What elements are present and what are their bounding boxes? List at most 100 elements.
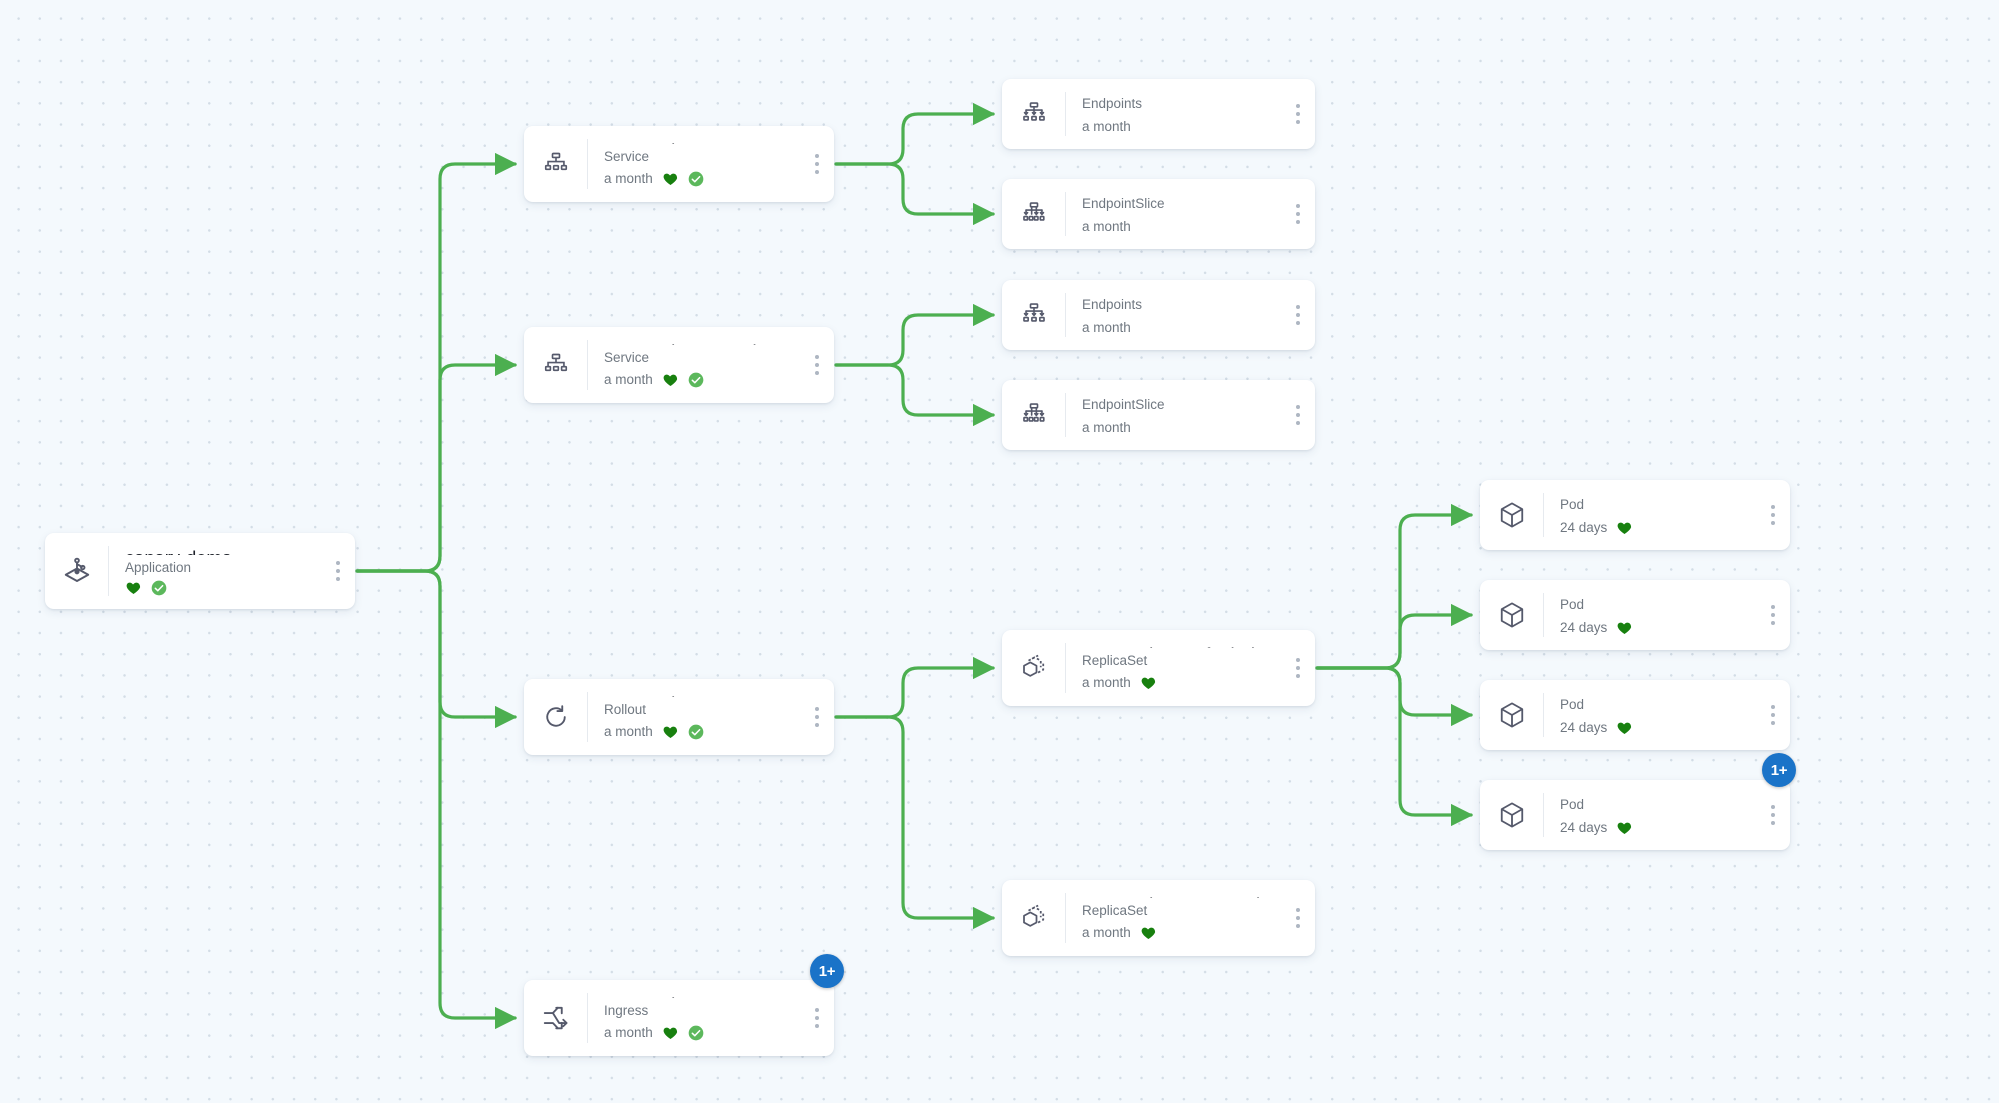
pod-icon xyxy=(1480,480,1543,550)
kebab-menu-icon[interactable] xyxy=(1756,580,1790,650)
resource-meta: a month xyxy=(604,370,800,390)
health-heart-icon xyxy=(662,372,679,388)
resource-title: canary-demo-7f89b8b978 xyxy=(1082,643,1281,648)
resource-meta: a month xyxy=(604,169,800,189)
resource-node-pod-4[interactable]: canary-demo-7f89b8b97... Pod 24 days xyxy=(1480,780,1801,859)
collapsed-count-badge[interactable]: 1+ xyxy=(1762,753,1796,787)
resource-age: 24 days xyxy=(1560,619,1608,635)
resource-node-rs-967754b4c[interactable]: canary-demo-967754b4c ReplicaSet a month xyxy=(1002,880,1315,956)
resource-node-body: canary-demo-967754b4c ReplicaSet a month xyxy=(1065,893,1281,943)
resource-kind: Endpoints xyxy=(1082,96,1143,112)
resource-kind: Endpoints xyxy=(1082,297,1143,313)
resource-age: a month xyxy=(1082,218,1131,234)
resource-node-body: canary-demo-7f89b8b978 ReplicaSet a mont… xyxy=(1065,643,1281,693)
resource-kind: Pod xyxy=(1560,697,1585,713)
resource-node-svc-canary-demo-preview[interactable]: canary-demo-preview Service a month xyxy=(524,327,834,403)
resource-kind: ReplicaSet xyxy=(1082,902,1148,918)
resource-kind: Pod xyxy=(1560,497,1585,513)
sync-ok-icon xyxy=(688,171,704,187)
resource-meta: a month xyxy=(604,1023,800,1043)
health-heart-icon xyxy=(1616,520,1633,536)
resource-meta: a month xyxy=(1082,318,1281,338)
resource-node-body: canary-demo-preview-v... EndpointSlice a… xyxy=(1065,393,1281,437)
resource-node-body: canary-demo-7f89b8b97... Pod 24 days xyxy=(1543,793,1756,837)
service-icon xyxy=(524,327,587,403)
resource-node-svc-canary-demo[interactable]: canary-demo Service a month xyxy=(524,126,834,202)
resource-node-ep-canary-demo-preview[interactable]: canary-demo-preview Endpoints a month xyxy=(1002,280,1315,350)
resource-age: a month xyxy=(604,1024,653,1040)
health-heart-icon xyxy=(1616,620,1633,636)
resource-node-body: canary-demo-7f89b8b97... Pod 24 days xyxy=(1543,693,1756,737)
endpoints-icon xyxy=(1002,280,1065,350)
health-heart-icon xyxy=(662,1025,679,1041)
health-heart-icon xyxy=(125,580,142,596)
replicaset-icon xyxy=(1002,880,1065,956)
kebab-menu-icon[interactable] xyxy=(321,533,355,609)
health-heart-icon xyxy=(1140,925,1157,941)
resource-kind: Ingress xyxy=(604,1002,649,1018)
resource-age: a month xyxy=(1082,924,1131,940)
resource-title: canary-demo xyxy=(125,546,321,555)
resource-node-eps-canary-demo-preview-v[interactable]: canary-demo-preview-v... EndpointSlice a… xyxy=(1002,380,1315,450)
resource-age: a month xyxy=(1082,419,1131,435)
resource-meta: a month xyxy=(1082,673,1281,693)
kebab-menu-icon[interactable] xyxy=(1281,280,1315,350)
rollout-icon xyxy=(524,679,587,755)
resource-node-body: canary-demo Application xyxy=(108,546,321,596)
kebab-menu-icon[interactable] xyxy=(800,126,834,202)
kebab-menu-icon[interactable] xyxy=(1281,179,1315,249)
service-icon xyxy=(524,126,587,202)
kebab-menu-icon[interactable] xyxy=(1756,480,1790,550)
resource-node-body: canary-demo-7f89b8b97... Pod 24 days xyxy=(1543,493,1756,537)
resource-node-eps-canary-demo-clpjw[interactable]: canary-demo-clpjw EndpointSlice a month xyxy=(1002,179,1315,249)
resource-meta: 24 days xyxy=(1560,718,1756,738)
resource-title: canary-demo-967754b4c xyxy=(1082,893,1281,898)
resource-node-app-canary-demo[interactable]: canary-demo Application xyxy=(45,533,355,609)
resource-kind: EndpointSlice xyxy=(1082,196,1165,212)
resource-node-body: canary-demo Rollout a month xyxy=(587,692,800,742)
pod-icon xyxy=(1480,780,1543,850)
kebab-menu-icon[interactable] xyxy=(1756,780,1790,850)
kebab-menu-icon[interactable] xyxy=(1281,79,1315,149)
resource-meta: 24 days xyxy=(1560,818,1756,838)
resource-age: 24 days xyxy=(1560,719,1608,735)
collapsed-count-badge[interactable]: 1+ xyxy=(810,954,844,988)
resource-meta: a month xyxy=(1082,418,1281,438)
resource-node-rollout-canary-demo[interactable]: canary-demo Rollout a month xyxy=(524,679,834,755)
kebab-menu-icon[interactable] xyxy=(800,679,834,755)
kebab-menu-icon[interactable] xyxy=(1281,880,1315,956)
resource-node-pod-3[interactable]: canary-demo-7f89b8b97... Pod 24 days xyxy=(1480,680,1790,750)
kebab-menu-icon[interactable] xyxy=(1281,630,1315,706)
resource-node-body: canary-demo Ingress a month xyxy=(587,993,800,1043)
resource-kind: Service xyxy=(604,349,650,365)
kebab-menu-icon[interactable] xyxy=(1756,680,1790,750)
resource-age: a month xyxy=(604,723,653,739)
kebab-menu-icon[interactable] xyxy=(800,980,834,1056)
resource-meta: a month xyxy=(604,722,800,742)
sync-ok-icon xyxy=(688,372,704,388)
resource-age: 24 days xyxy=(1560,519,1608,535)
resource-node-pod-2[interactable]: canary-demo-7f89b8b97... Pod 24 days xyxy=(1480,580,1790,650)
resource-kind: Pod xyxy=(1560,597,1585,613)
health-heart-icon xyxy=(1616,820,1633,836)
sync-ok-icon xyxy=(688,724,704,740)
resource-meta xyxy=(125,580,321,596)
kebab-menu-icon[interactable] xyxy=(1281,380,1315,450)
kebab-menu-icon[interactable] xyxy=(800,327,834,403)
resource-node-body: canary-demo-preview Service a month xyxy=(587,340,800,390)
resource-node-ingress-canary-demo[interactable]: canary-demo Ingress a month xyxy=(524,980,845,1065)
resource-kind: EndpointSlice xyxy=(1082,397,1165,413)
resource-age: a month xyxy=(604,371,653,387)
resource-node-pod-1[interactable]: canary-demo-7f89b8b97... Pod 24 days xyxy=(1480,480,1790,550)
resource-age: a month xyxy=(1082,118,1131,134)
resource-kind: ReplicaSet xyxy=(1082,652,1148,668)
resource-kind: Pod xyxy=(1560,797,1585,813)
endpointslice-icon xyxy=(1002,179,1065,249)
resource-node-rs-7f89b8b978[interactable]: canary-demo-7f89b8b978 ReplicaSet a mont… xyxy=(1002,630,1315,706)
resource-meta: 24 days xyxy=(1560,618,1756,638)
resource-kind: Application xyxy=(125,559,192,575)
resource-node-ep-canary-demo[interactable]: canary-demo Endpoints a month xyxy=(1002,79,1315,149)
resource-node-body: canary-demo-7f89b8b97... Pod 24 days xyxy=(1543,593,1756,637)
resource-node-body: canary-demo Endpoints a month xyxy=(1065,92,1281,136)
